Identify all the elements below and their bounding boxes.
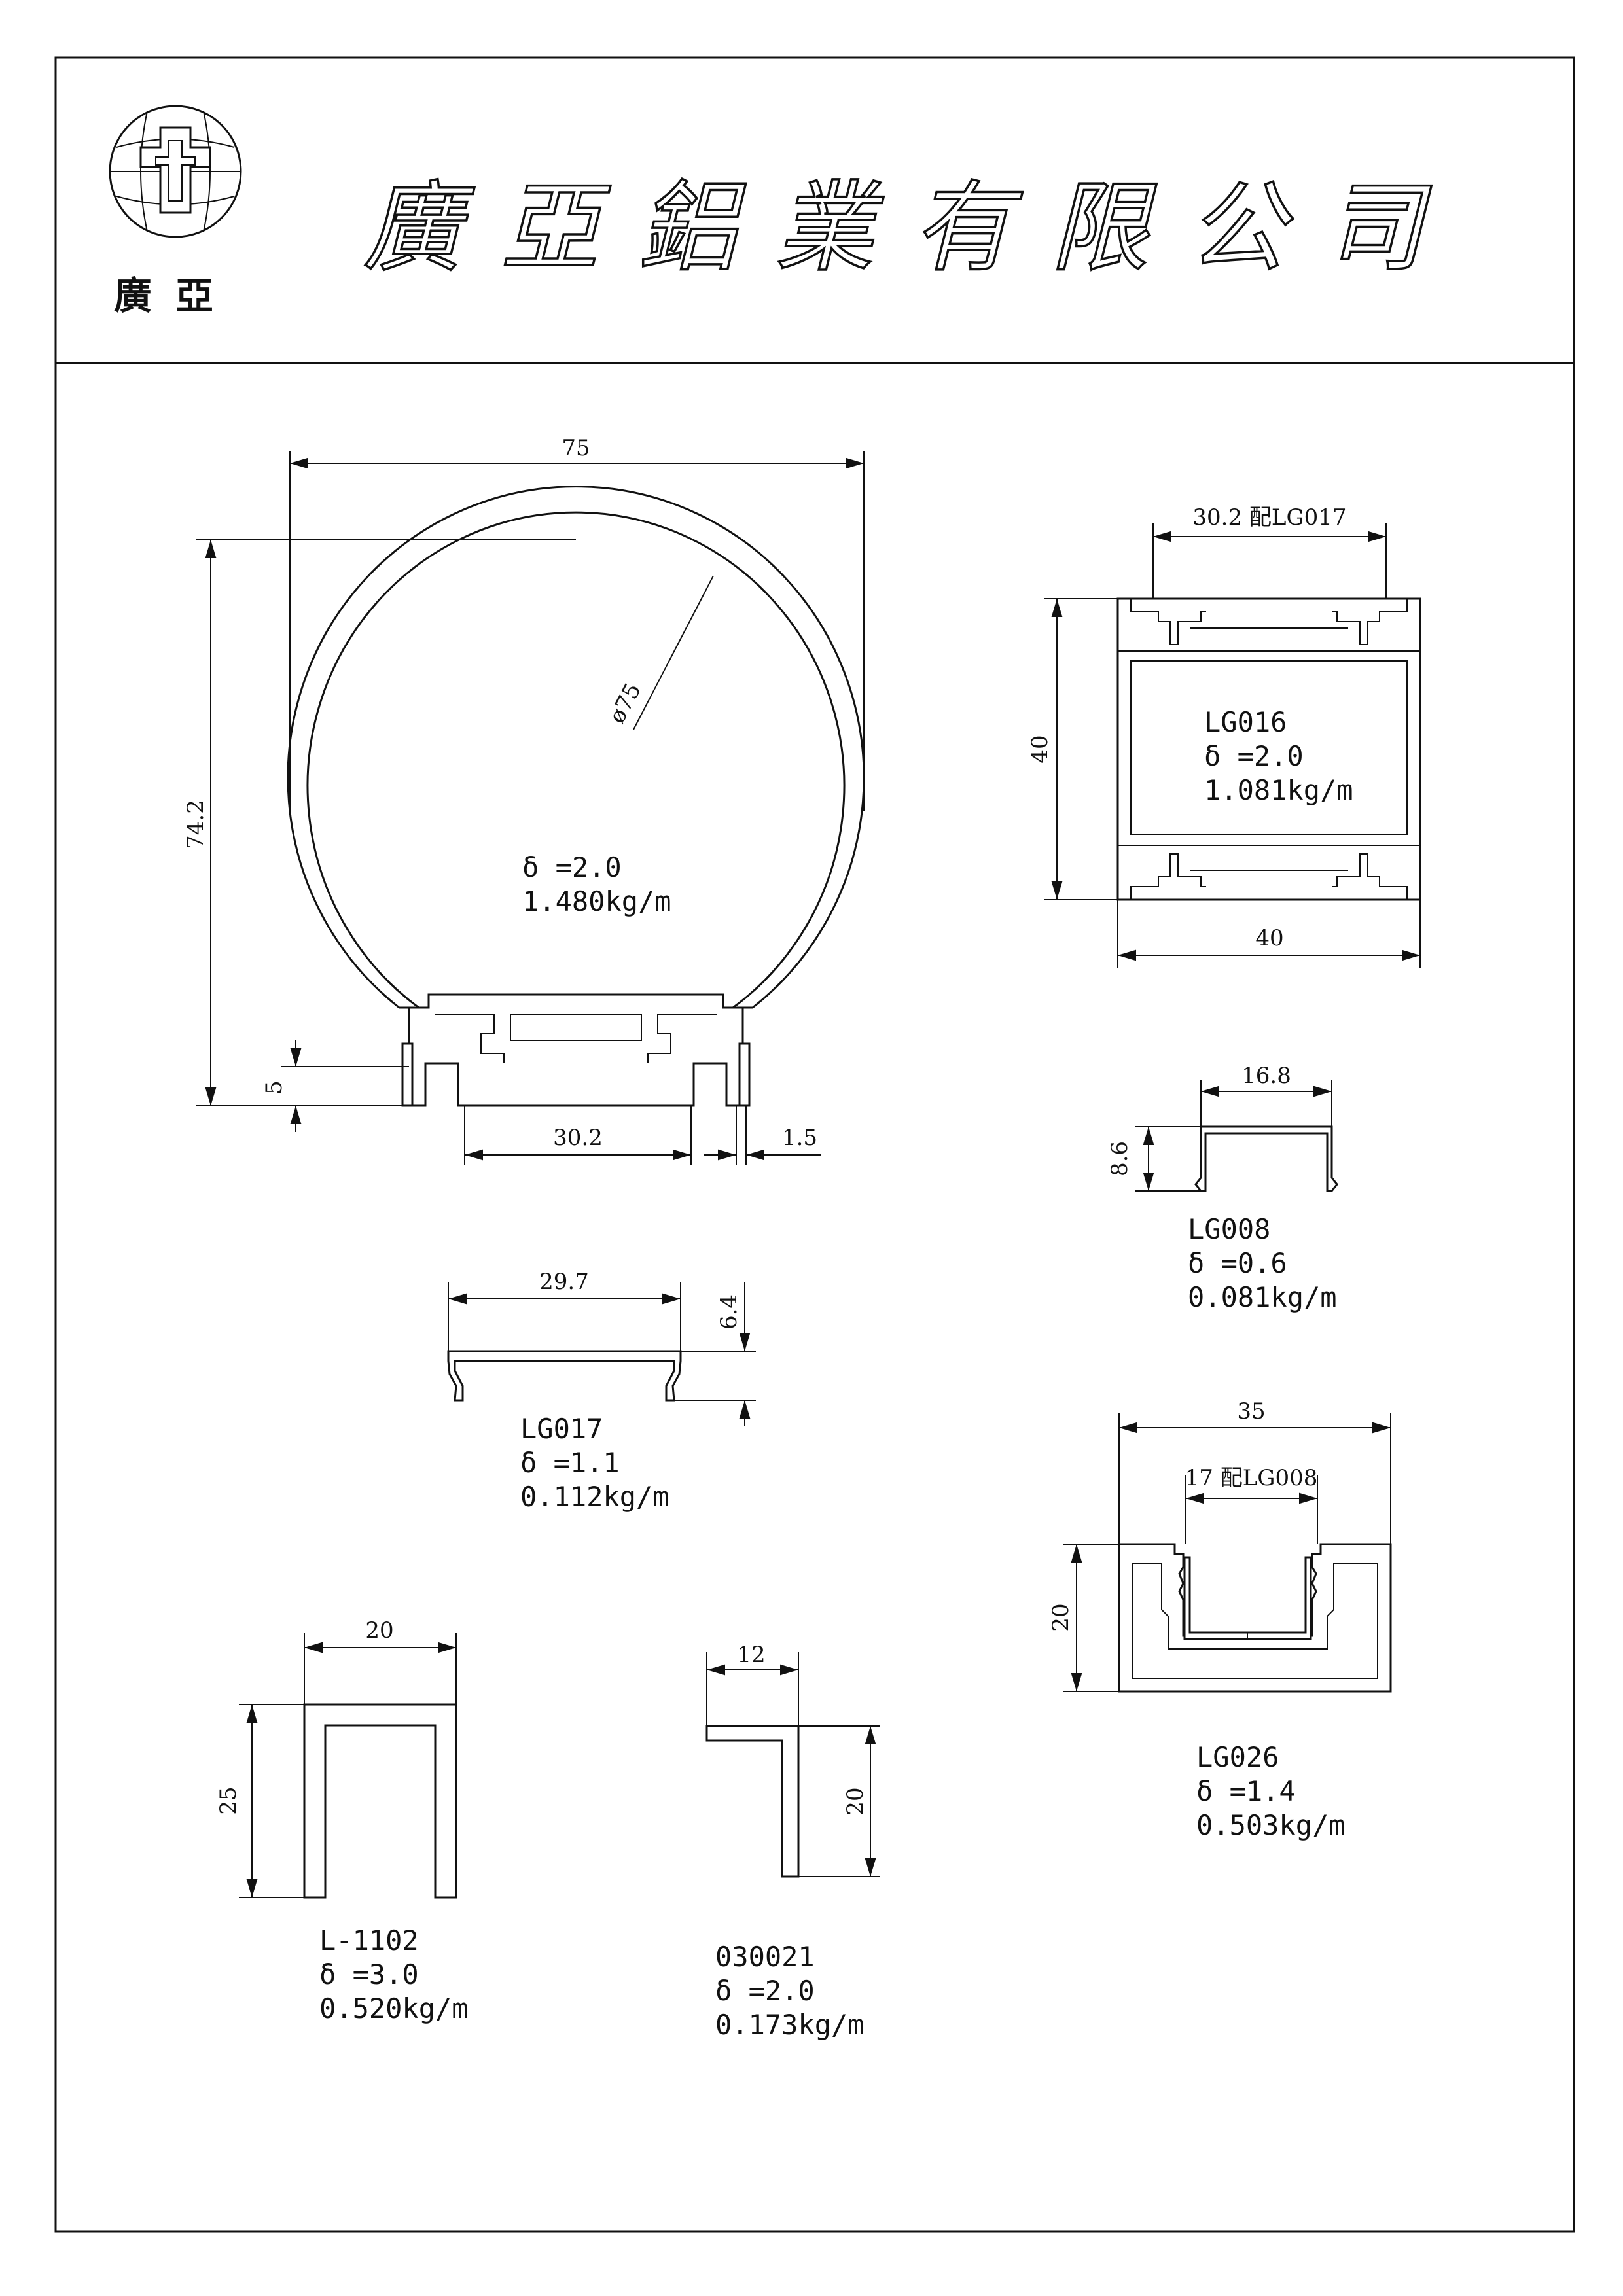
lg017-thickness: δ =1.1 xyxy=(520,1447,620,1479)
lg026-dim-height: 20 xyxy=(1048,1603,1074,1631)
lg016-dim-top: 30.2 配LG017 xyxy=(1192,504,1346,531)
lg008-dim-height: 8.6 xyxy=(1107,1141,1133,1176)
p030021-dim-height: 20 xyxy=(842,1787,868,1815)
p030021-dim-width: 12 xyxy=(737,1642,765,1668)
lg016-dim-width: 40 xyxy=(1255,925,1283,951)
lg016-drawing xyxy=(1116,597,1421,901)
round-dim-diameter: ø75 xyxy=(604,679,647,728)
lg026-dimensions xyxy=(1063,1413,1391,1692)
lg017-code: LG017 xyxy=(520,1413,603,1445)
p030021-weight: 0.173kg/m xyxy=(715,2009,865,2041)
round-profile-drawing xyxy=(287,486,865,1107)
lg026-thickness: δ =1.4 xyxy=(1196,1775,1296,1807)
lg016-thickness: δ =2.0 xyxy=(1204,740,1304,772)
lg008-dimensions xyxy=(1135,1080,1332,1192)
lg016-weight: 1.081kg/m xyxy=(1204,774,1353,806)
round-dim-height: 74.2 xyxy=(183,800,209,849)
company-logo xyxy=(109,105,242,238)
lg008-thickness: δ =0.6 xyxy=(1188,1247,1287,1279)
l1102-weight: 0.520kg/m xyxy=(319,1992,469,2024)
lg008-drawing xyxy=(1194,1125,1338,1192)
lg017-dim-height: 6.4 xyxy=(716,1294,742,1330)
lg026-dim-width: 35 xyxy=(1237,1398,1265,1424)
p030021-drawing xyxy=(705,1725,800,1878)
round-dim-slot: 30.2 xyxy=(553,1125,603,1151)
p030021-code: 030021 xyxy=(715,1941,815,1973)
company-name: 廣亞鋁業有限公司 xyxy=(363,171,1463,285)
lg016-code: LG016 xyxy=(1204,706,1287,738)
lg008-weight: 0.081kg/m xyxy=(1188,1281,1337,1313)
round-dim-width: 75 xyxy=(562,435,590,461)
lg026-code: LG026 xyxy=(1196,1741,1279,1773)
round-profile-dimensions xyxy=(196,451,865,1165)
lg016-dimensions xyxy=(1044,523,1421,968)
round-dim-wall: 1.5 xyxy=(782,1125,817,1151)
lg017-dim-width: 29.7 xyxy=(539,1269,589,1295)
lg017-drawing xyxy=(447,1350,682,1402)
round-weight: 1.480kg/m xyxy=(522,885,671,917)
l1102-dim-height: 25 xyxy=(215,1786,241,1814)
p030021-dimensions xyxy=(706,1652,880,1877)
lg017-dimensions xyxy=(448,1282,756,1426)
round-dim-foot: 5 xyxy=(261,1080,287,1095)
lg026-dim-inner: 17 配LG008 xyxy=(1185,1465,1318,1491)
l1102-code: L-1102 xyxy=(319,1924,419,1956)
p030021-thickness: δ =2.0 xyxy=(715,1975,815,2007)
page-border xyxy=(54,56,1575,2233)
round-thickness: δ =2.0 xyxy=(522,851,622,883)
lg026-weight: 0.503kg/m xyxy=(1196,1809,1346,1841)
l1102-thickness: δ =3.0 xyxy=(319,1958,419,1990)
lg016-dim-height: 40 xyxy=(1027,735,1053,763)
lg008-code: LG008 xyxy=(1188,1213,1270,1245)
lg008-dim-width: 16.8 xyxy=(1241,1063,1291,1089)
l1102-dimensions xyxy=(239,1633,457,1898)
l1102-drawing xyxy=(303,1703,457,1899)
lg017-weight: 0.112kg/m xyxy=(520,1481,669,1513)
logo-caption: 廣亞 xyxy=(114,274,237,318)
lg026-drawing xyxy=(1118,1543,1392,1693)
l1102-dim-width: 20 xyxy=(365,1617,393,1644)
